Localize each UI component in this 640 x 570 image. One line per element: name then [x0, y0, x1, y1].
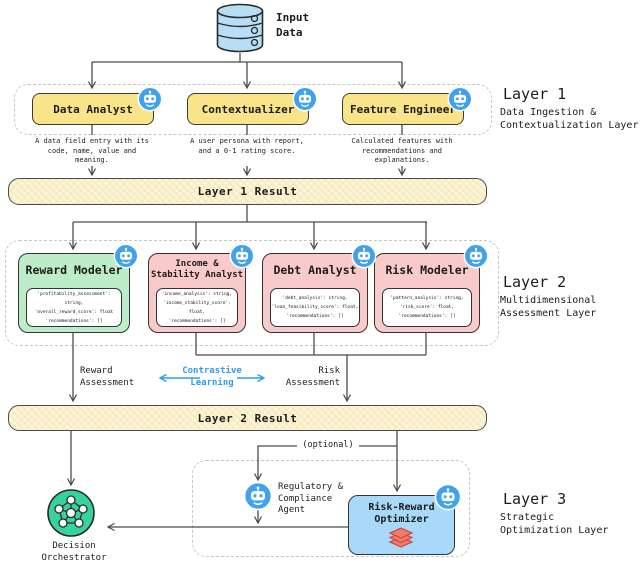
layer2-title: Layer 2	[503, 273, 567, 291]
agent-label: Income & Stability Analyst	[150, 259, 244, 280]
layer3-side-label: Layer 3 Strategic Optimization Layer	[500, 490, 608, 537]
layer2-result-label: Layer 2 Result	[197, 411, 298, 425]
agent-feature-engineer: Feature Engineer	[342, 93, 464, 125]
agent-income-stability-analyst: Income & Stability Analyst 'income_analy…	[148, 253, 246, 333]
layer1-subtitle: Data Ingestion & Contextualization Layer	[500, 107, 639, 131]
stacked-layers-icon	[388, 527, 414, 548]
layer2-subtitle: Multidimensional Assessment Layer	[500, 295, 597, 319]
agent-contextualizer: Contextualizer	[187, 93, 309, 125]
agent-label: Reward Modeler	[25, 263, 123, 277]
decision-orchestrator-node	[46, 488, 96, 538]
layer3-subtitle: Strategic Optimization Layer	[500, 512, 609, 536]
network-graph-icon	[47, 489, 95, 537]
robot-icon	[137, 86, 163, 112]
output-schema: 'pattern_analysis': string, 'risk_score'…	[382, 288, 472, 327]
risk-reward-optimizer-box: Risk-Reward Optimizer	[348, 495, 455, 555]
layer1-result-label: Layer 1 Result	[197, 185, 298, 198]
layer2-side-label: Layer 2 Multidimensional Assessment Laye…	[500, 273, 596, 320]
layer1-container	[14, 84, 492, 135]
robot-icon	[447, 86, 473, 112]
database-icon	[216, 3, 264, 53]
regulatory-compliance-agent-label: Regulatory & Compliance Agent	[278, 482, 344, 515]
robot-icon	[243, 481, 273, 511]
robot-icon	[434, 483, 462, 511]
robot-icon	[351, 243, 377, 269]
layer3-container	[192, 460, 470, 557]
data-analyst-output-desc: A data field entry with its code, name, …	[35, 137, 149, 164]
output-schema: 'debt_analysis': string, 'loan_feasibili…	[270, 288, 360, 327]
contextualizer-output-desc: A user persona with report, and a 0-1 ra…	[190, 137, 304, 155]
optimizer-label: Risk-Reward Optimizer	[368, 502, 435, 525]
robot-icon	[463, 243, 489, 269]
optional-branch-label: (optional)	[297, 440, 359, 450]
agent-debt-analyst: Debt Analyst 'debt_analysis': string, 'l…	[262, 253, 368, 333]
output-schema: 'profitability_assessment': string, 'ove…	[26, 288, 122, 327]
feature-engineer-output-desc: Calculated features with recommendations…	[351, 137, 453, 164]
agent-data-analyst: Data Analyst	[32, 93, 154, 125]
layer1-side-label: Layer 1 Data Ingestion & Contextualizati…	[500, 85, 638, 132]
layer3-title: Layer 3	[503, 490, 567, 508]
agent-label: Contextualizer	[201, 102, 295, 116]
agent-label: Data Analyst	[53, 102, 133, 116]
layer1-title: Layer 1	[503, 85, 567, 103]
input-database	[214, 2, 266, 54]
agent-label: Feature Engineer	[350, 102, 456, 116]
risk-assessment-label: Risk Assessment	[285, 366, 340, 388]
decision-orchestrator-label: Decision Orchestrator	[41, 541, 107, 563]
robot-icon	[292, 86, 318, 112]
output-schema: 'income_analysis': string, 'income_stabi…	[156, 288, 238, 327]
reward-assessment-label: Reward Assessment	[80, 366, 135, 388]
agent-label: Debt Analyst	[273, 263, 357, 277]
layer2-container	[5, 240, 499, 346]
input-data-label: Input Data	[276, 11, 310, 39]
agent-reward-modeler: Reward Modeler 'profitability_assessment…	[18, 253, 130, 333]
agent-label: Risk Modeler	[385, 263, 469, 277]
agent-risk-modeler: Risk Modeler 'pattern_analysis': string,…	[374, 253, 480, 333]
robot-icon	[113, 243, 139, 269]
layer2-result-bar: Layer 2 Result	[8, 405, 487, 431]
layer1-result-bar: Layer 1 Result	[8, 178, 487, 205]
contrastive-learning-label: Contrastive Learning	[182, 366, 242, 388]
robot-icon	[229, 243, 255, 269]
